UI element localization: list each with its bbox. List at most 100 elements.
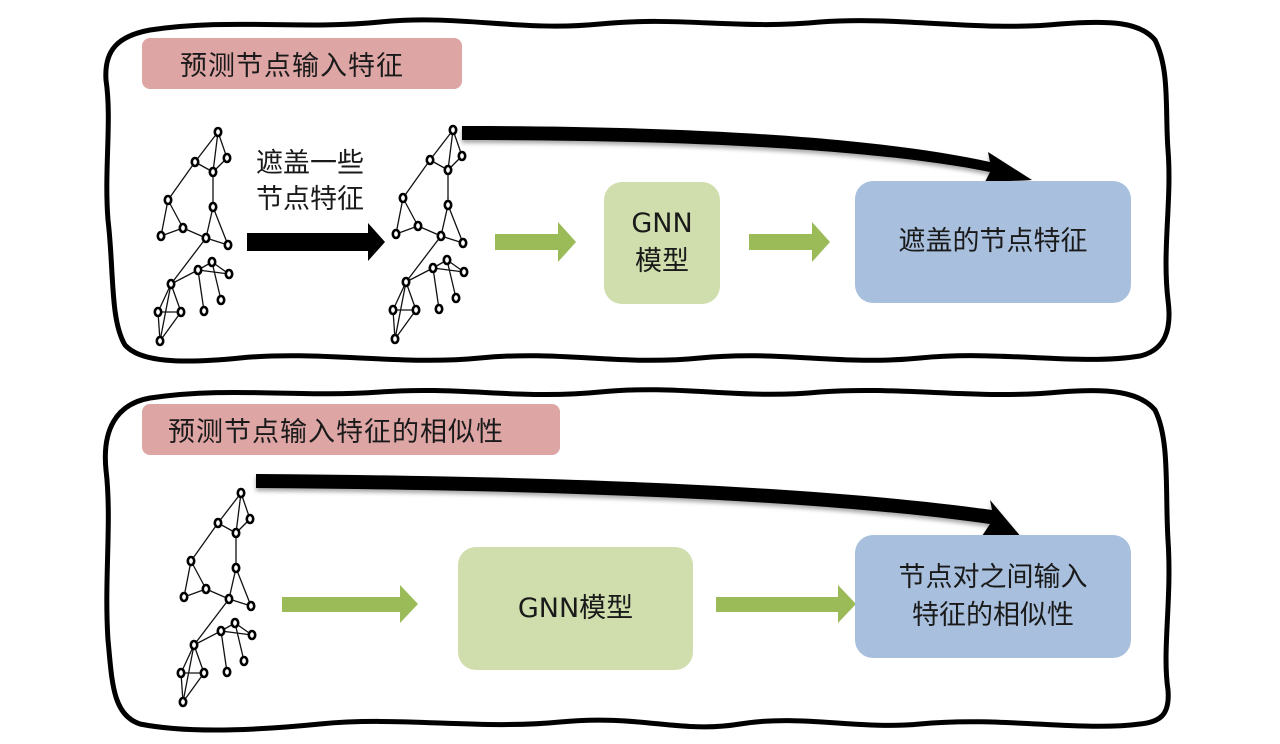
gnn-model-box-1-line-2: 模型 [634, 246, 689, 277]
panel-2-skip-arrow [256, 474, 1022, 538]
graph-edge [217, 492, 242, 524]
graph-node [443, 199, 453, 211]
graph-edge [160, 199, 169, 237]
masked-graph-1 [388, 124, 469, 345]
graph-node [231, 527, 241, 539]
graph-node [163, 194, 173, 206]
graph-edge [159, 311, 182, 342]
graph-edge [182, 672, 205, 703]
graph-node [458, 237, 468, 249]
graph-edge [159, 283, 172, 342]
graph-node [457, 150, 467, 162]
graph-node [156, 230, 166, 242]
graph-edge [235, 567, 252, 607]
graph-edge [405, 235, 442, 283]
graph-node [207, 256, 217, 268]
graph-node [390, 333, 400, 345]
graph-node [246, 600, 256, 612]
graph-node [398, 192, 408, 204]
graph-node [153, 306, 163, 318]
graph-edge [183, 560, 192, 598]
mask-label-line-2: 节点特征 [256, 184, 364, 215]
graph-edge [446, 259, 457, 299]
graph-node [236, 487, 246, 499]
graph-node [222, 152, 232, 164]
graph-edge [190, 560, 207, 590]
graph-node [208, 166, 218, 178]
graph-edge [447, 204, 464, 244]
similarity-output-line-2: 特征的相似性 [912, 599, 1074, 631]
graph-edge [211, 261, 222, 301]
gnn-model-box-1-line-1: GNN [631, 208, 693, 239]
graph-node [224, 593, 234, 605]
panel-1-border [103, 17, 1172, 364]
graph-node [239, 655, 249, 667]
graph-edge [432, 267, 440, 310]
graph-edge [234, 622, 245, 662]
similarity-output-line-1: 节点对之间输入 [898, 561, 1088, 593]
graph-node [391, 228, 401, 240]
graph-node [224, 268, 234, 280]
flow-arrow-1 [495, 222, 576, 262]
graph-node [388, 304, 398, 316]
graph-edge [170, 237, 207, 285]
mask-arrow [247, 223, 385, 261]
graph-node [193, 264, 203, 276]
graph-node [201, 232, 211, 244]
graph-node [186, 555, 196, 567]
graph-node [413, 220, 423, 232]
graph-node [459, 266, 469, 278]
graph-edge [194, 131, 219, 163]
input-graph-1 [153, 126, 234, 347]
graph-node [247, 629, 257, 641]
graph-node [189, 639, 199, 651]
graph-edge [197, 269, 230, 275]
flow-arrow-3 [282, 585, 418, 623]
masked-features-output-box: 遮盖的节点特征 [855, 181, 1131, 303]
graph-node [223, 239, 233, 251]
graph-edge [395, 197, 404, 235]
graph-edge [402, 197, 419, 227]
graph-edge [394, 281, 407, 340]
graph-node [216, 294, 226, 306]
graph-node [176, 306, 186, 318]
graph-edge [205, 206, 214, 239]
graph-edge [394, 309, 417, 340]
graph-node [451, 292, 461, 304]
graph-edge [182, 644, 195, 703]
graph-edge [167, 161, 196, 201]
graph-edge [228, 567, 237, 600]
graph-edge [193, 598, 230, 646]
graph-edge [170, 269, 199, 285]
graph-edge [190, 522, 219, 562]
graph-node [230, 617, 240, 629]
panel-2-border [102, 387, 1172, 733]
similarity-output-box: 节点对之间输入 特征的相似性 [855, 535, 1131, 658]
graph-node [245, 513, 255, 525]
graph-edge [440, 204, 449, 237]
graph-edge [212, 131, 219, 173]
input-graph-2 [176, 487, 257, 708]
graph-edge [197, 269, 205, 312]
graph-node [411, 304, 421, 316]
graph-node [201, 583, 211, 595]
graph-edge [220, 630, 253, 636]
gnn-model-box-2: GNN模型 [458, 547, 693, 670]
graph-node [216, 625, 226, 637]
graph-node [213, 517, 223, 529]
graph-node [231, 562, 241, 574]
graph-node [222, 666, 232, 678]
graph-edge [193, 630, 222, 646]
graph-edge [212, 206, 229, 246]
graph-node [155, 335, 165, 347]
graph-node [425, 154, 435, 166]
graph-node [190, 156, 200, 168]
graph-node [166, 278, 176, 290]
graph-node [178, 696, 188, 708]
graph-edge [432, 267, 465, 273]
graph-node [442, 254, 452, 266]
graph-node [443, 164, 453, 176]
graph-edge [167, 199, 184, 229]
graph-node [178, 222, 188, 234]
